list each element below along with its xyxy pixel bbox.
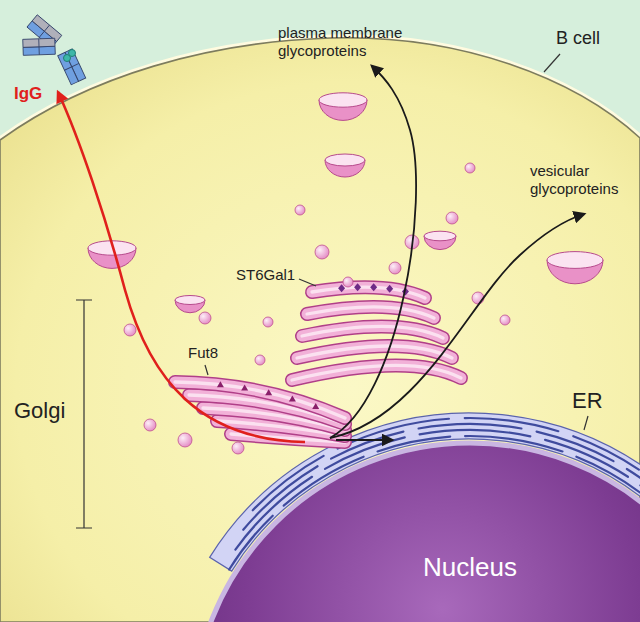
transport-arrows: [58, 66, 584, 442]
light-chain: [58, 52, 79, 84]
vesicle: [178, 433, 192, 447]
vesicle: [465, 163, 475, 173]
er-membrane: [378, 437, 451, 452]
domain-line: [39, 25, 49, 37]
vesicle: [315, 245, 329, 259]
leader-line: [299, 279, 316, 286]
cisterna-lumen: [302, 326, 443, 338]
node-label: B cell: [556, 28, 600, 50]
leader-line: [205, 365, 208, 375]
antibody-chain: [23, 38, 56, 55]
cisterna-outline: [297, 346, 452, 358]
vesicle: [389, 262, 401, 274]
vesicle: [295, 205, 305, 215]
er-membrane: [627, 469, 640, 542]
cisterna: [312, 287, 425, 298]
vesicle-top: [319, 93, 367, 107]
vesicle: [199, 312, 211, 324]
vesicle: [343, 277, 353, 287]
node-label: Nucleus: [190, 552, 640, 583]
golgi-bracket: [76, 300, 92, 528]
fut8-marker: [312, 403, 319, 409]
antibody-chain: [58, 49, 86, 85]
cisterna: [302, 326, 443, 338]
er-membrane: [338, 419, 449, 449]
er-membrane: [235, 477, 312, 550]
cisterna: [307, 307, 434, 318]
cargo-label: plasma membrane glycoproteins: [278, 24, 403, 60]
er-membrane: [573, 436, 639, 469]
cisterna-outline: [302, 326, 443, 338]
domain-line: [64, 63, 79, 70]
domain-line: [38, 39, 40, 55]
cisterna-lumen: [312, 287, 425, 298]
vesicle: [124, 324, 136, 336]
er-membrane: [253, 456, 324, 510]
fut8-marker: [217, 381, 224, 387]
product-label: IgG: [14, 84, 42, 104]
igg-antibody: [23, 15, 86, 85]
cisterna-lumen: [297, 346, 452, 358]
enzyme-label: ST6Gal1: [236, 266, 295, 284]
er-membrane: [419, 424, 522, 428]
st6gal1-marker: [354, 283, 361, 291]
vesicle-top: [175, 296, 205, 305]
cut-vesicle: [175, 296, 205, 313]
er-band: [210, 413, 640, 622]
er-membrane: [420, 430, 531, 436]
er-membrane: [243, 466, 317, 529]
fut8-marker: [289, 395, 296, 401]
cut-vesicle: [547, 252, 603, 284]
organelle-label: ER: [572, 388, 603, 414]
er-membrane: [576, 457, 640, 497]
vesicle-top: [424, 231, 456, 241]
er-membrane: [465, 418, 559, 431]
vesicles: [88, 93, 603, 454]
cisterna: [292, 365, 461, 380]
er-arrow: [336, 439, 392, 441]
leader-line: [544, 54, 560, 72]
cut-vesicle: [424, 231, 456, 249]
enzyme-label: Fut8: [188, 344, 218, 362]
st6gal1-marker: [370, 283, 377, 291]
vesicle-top: [325, 154, 365, 166]
vesicle: [500, 315, 510, 325]
cut-vesicle: [325, 154, 365, 177]
st6gal1-marker: [386, 285, 393, 293]
endoplasmic-reticulum: [210, 413, 640, 622]
light-chain: [32, 15, 62, 42]
vesicle: [232, 442, 244, 454]
er-membrane: [465, 436, 562, 451]
fut8-marker: [265, 389, 272, 395]
er-membrane: [545, 440, 628, 477]
cisterna: [297, 346, 452, 358]
er-membrane: [229, 516, 273, 570]
igg-route-arrow: [58, 92, 305, 442]
cisterna-outline: [307, 307, 434, 318]
glycan: [69, 50, 76, 57]
vesicle: [263, 317, 273, 327]
golgi-stack: [175, 283, 461, 442]
membrane-route-arrow: [330, 66, 416, 438]
vesicle-route-arrow: [330, 214, 584, 438]
vesicle: [472, 292, 484, 304]
vesicle-top: [547, 252, 603, 269]
vesicle: [255, 355, 265, 365]
vesicle: [144, 419, 156, 431]
cargo-label: vesicular glycoproteins: [530, 162, 634, 198]
cisterna-lumen: [292, 365, 461, 380]
cisterna-lumen: [307, 307, 434, 318]
fut8-marker: [241, 385, 248, 391]
organelle-label: Golgi: [14, 398, 65, 424]
cisterna-outline: [312, 287, 425, 298]
leader-line: [584, 416, 588, 430]
cut-vesicle: [319, 93, 367, 121]
leader-lines: [76, 54, 588, 528]
vesicle: [446, 212, 458, 224]
cisterna-outline: [292, 365, 461, 380]
